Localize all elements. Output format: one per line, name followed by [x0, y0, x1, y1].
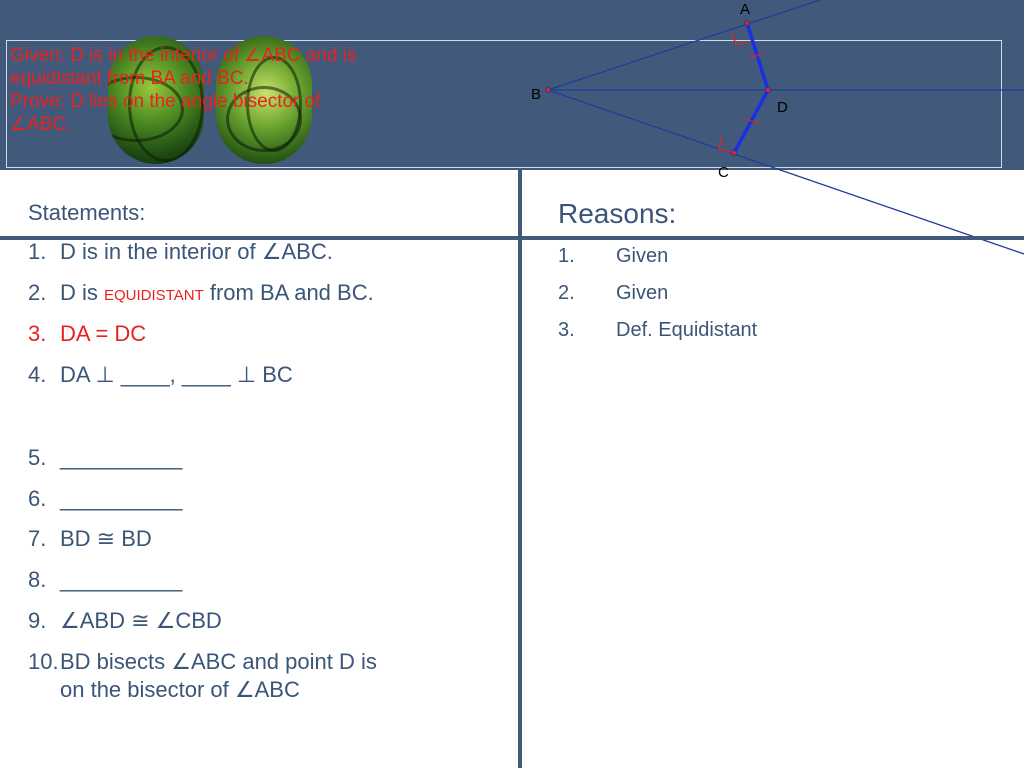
statement-number: 1. [28, 239, 47, 264]
statement-number: 4. [28, 362, 47, 387]
statement-3: 3. DA = DC [28, 320, 146, 348]
statement-8: 8. __________ [28, 566, 182, 594]
label-c: C [718, 164, 729, 181]
statement-text: __________ [60, 486, 183, 511]
tick-mark-dc [743, 117, 761, 125]
label-a: A [740, 1, 750, 18]
segment-da [745, 22, 770, 91]
statement-text: D is EQUIDISTANT from BA and BC. [60, 279, 374, 310]
prove-line-1: Prove: D lies on the angle bisector of [10, 91, 321, 112]
statements-column: Statements: 1. D is in the interior of ∠A… [28, 196, 508, 702]
reason-3: 3. Def. Equidistant [558, 317, 757, 343]
title-banner: Given: D is in the interior of ∠ABC and … [0, 0, 1024, 170]
statement-number: 7. [28, 526, 47, 551]
statement-4: 4. DA ⊥ ____, ____ ⊥ BC [28, 361, 293, 389]
statement-text-part: from BA and BC. [203, 280, 374, 305]
ray-bc [547, 89, 1024, 255]
statement-text: __________ [60, 445, 183, 470]
right-angle-mark-a [731, 32, 748, 46]
reason-text: Given [616, 245, 669, 267]
column-divider [518, 170, 522, 768]
label-b: B [531, 86, 541, 103]
ray-ba [547, 0, 821, 91]
reason-text: Def. Equidistant [616, 319, 758, 341]
statements-heading: Statements: [28, 200, 146, 225]
label-d: D [777, 99, 788, 116]
segment-dc [732, 89, 770, 154]
given-line-2: equidistant from BA and BC. [10, 68, 249, 89]
statement-number: 2. [28, 280, 47, 305]
equidistant-highlight: EQUIDISTANT [104, 287, 204, 304]
statement-number: 8. [28, 567, 47, 592]
reason-2: 2. Given [558, 280, 668, 306]
statement-text: __________ [60, 567, 183, 592]
point-a [744, 20, 750, 26]
reason-number: 3. [558, 319, 575, 341]
leaf-vein [108, 76, 184, 142]
statement-text: BD bisects ∠ABC and point D is on the bis… [60, 648, 377, 704]
statement-text-part: D is [60, 280, 104, 305]
statement-7: 7. BD ≅ BD [28, 525, 152, 553]
statement-text: DA ⊥ ____, ____ ⊥ BC [60, 362, 293, 387]
statement-text: D is in the interior of ∠ABC. [60, 239, 333, 264]
decorative-leaf-image-left [108, 36, 204, 164]
statement-text: DA = DC [60, 321, 147, 346]
point-b [545, 87, 551, 93]
header-row-divider [0, 236, 1024, 240]
reason-number: 2. [558, 282, 575, 304]
statement-text-line: BD bisects ∠ABC and point D is [60, 649, 377, 674]
statement-number: 5. [28, 445, 47, 470]
statement-number: 3. [28, 321, 47, 346]
tick-mark-da [749, 52, 765, 59]
statement-number: 6. [28, 486, 47, 511]
statement-number: 9. [28, 608, 47, 633]
reasons-column: Reasons: 1. Given 2. Given 3. Def. Equidist… [558, 196, 998, 341]
statement-text: ∠ABD ≅ ∠CBD [60, 608, 222, 633]
decorative-leaf-image-right [216, 36, 312, 164]
point-c [731, 150, 737, 156]
prove-line-2: ∠ABC. [10, 114, 72, 135]
statement-2: 2. D is EQUIDISTANT from BA and BC. [28, 279, 374, 310]
given-line-1: Given: D is in the interior of ∠ABC and … [10, 45, 357, 66]
statement-text: BD ≅ BD [60, 526, 152, 551]
reason-1: 1. Given [558, 243, 668, 269]
statement-10: 10.BD bisects ∠ABC and point D is on the … [28, 648, 377, 704]
statement-number: 10. [28, 649, 59, 674]
statement-1: 1. D is in the interior of ∠ABC. [28, 238, 333, 266]
given-prove-statement: Given: D is in the interior of ∠ABC and … [10, 44, 500, 136]
reasons-heading: Reasons: [558, 198, 677, 229]
statement-5: 5. __________ [28, 444, 182, 472]
reason-text: Given [616, 282, 669, 304]
statement-6: 6. __________ [28, 485, 182, 513]
banner-frame [6, 40, 1002, 168]
reason-number: 1. [558, 245, 575, 267]
right-angle-mark-c [718, 136, 735, 154]
point-d [765, 87, 771, 93]
statement-text-line: on the bisector of ∠ABC [60, 677, 300, 702]
leaf-vein [226, 86, 302, 152]
statement-9: 9. ∠ABD ≅ ∠CBD [28, 607, 222, 635]
